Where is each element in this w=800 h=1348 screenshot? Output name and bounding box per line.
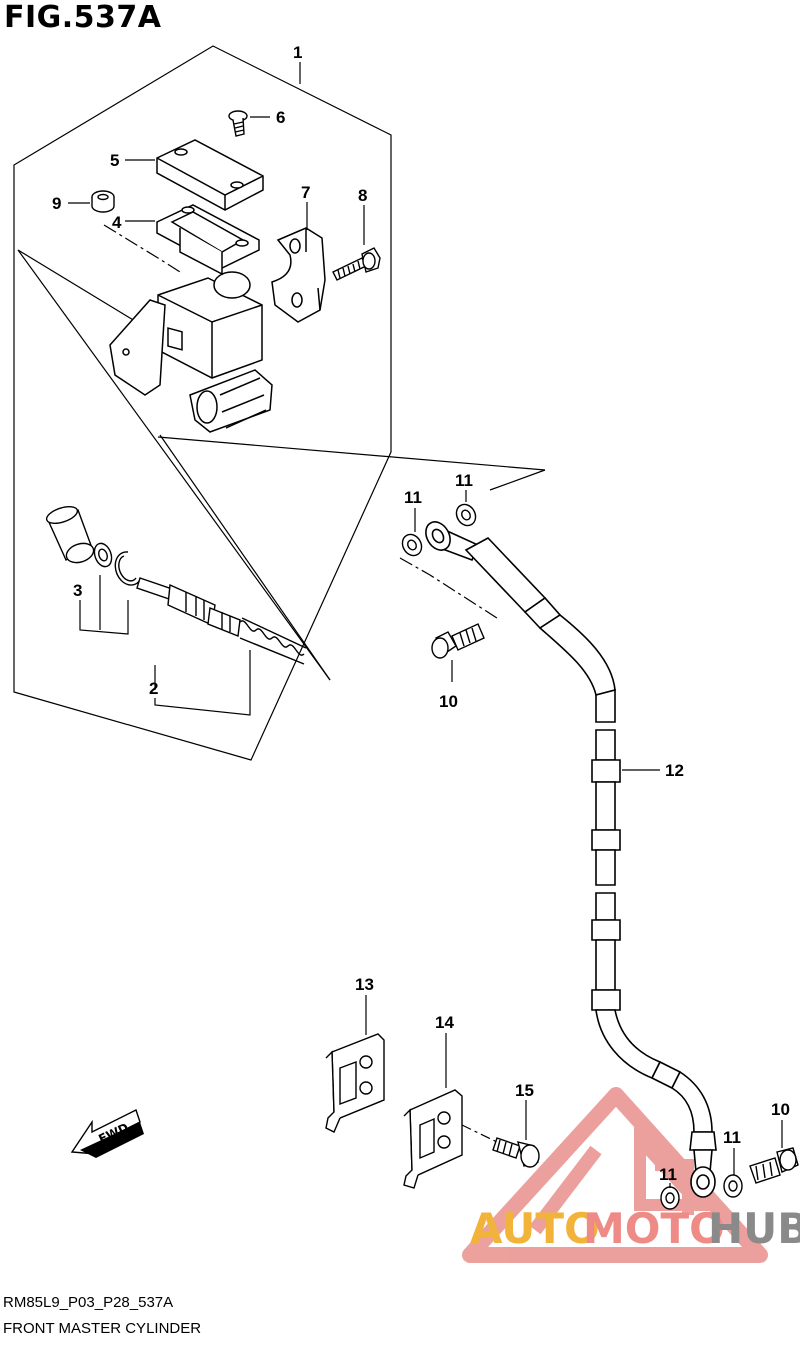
assembly-outline (13, 45, 546, 761)
washer-lower-a (660, 1186, 680, 1210)
callout-6: 6 (276, 108, 285, 127)
screw (228, 110, 248, 137)
callout-15: 15 (515, 1081, 534, 1100)
callout-3: 3 (73, 581, 82, 600)
watermark-auto: AUTO (470, 1204, 600, 1253)
callout-10-lower: 10 (771, 1100, 790, 1119)
diaphragm (156, 204, 260, 276)
callout-12: 12 (665, 761, 684, 780)
watermark-text: AUTO MOTO HUB (470, 1204, 800, 1253)
figure-title: FIG.537A (4, 0, 162, 35)
cap (91, 190, 115, 213)
callout-11-upper-a: 11 (404, 488, 422, 507)
callout-13: 13 (355, 975, 374, 994)
watermark-hub: HUB (708, 1204, 800, 1253)
callout-2: 2 (149, 679, 158, 698)
washer-upper-a (401, 533, 423, 557)
callout-9: 9 (52, 194, 61, 213)
callout-10-upper: 10 (439, 692, 458, 711)
brake-hose (425, 521, 717, 1198)
hose-guide-13 (325, 1033, 385, 1133)
reservoir-cover (156, 139, 264, 211)
union-bolt-upper (431, 623, 485, 659)
callout-11-upper-b: 11 (455, 471, 473, 490)
leader-lines (68, 62, 783, 1188)
clamp-bolt (332, 247, 381, 281)
callout-4: 4 (112, 213, 122, 232)
handlebar-clamp (271, 227, 326, 323)
hose-guide-14 (403, 1089, 463, 1189)
callout-1: 1 (293, 43, 302, 62)
callout-11-lower-a: 11 (659, 1165, 677, 1184)
master-cylinder-body (109, 271, 273, 433)
guide-bolt-15 (492, 1137, 540, 1168)
union-bolt-lower (749, 1147, 799, 1184)
watermark-moto: MOTO (583, 1204, 725, 1253)
callout-7: 7 (301, 183, 310, 202)
forward-direction-arrow: FWD (70, 1109, 144, 1158)
callout-5: 5 (110, 151, 119, 170)
washer-lower-b (723, 1174, 743, 1198)
figure-code: RM85L9_P03_P28_537A (3, 1294, 174, 1311)
washer-upper-b (455, 503, 477, 527)
callout-11-lower-b: 11 (723, 1128, 741, 1147)
callout-8: 8 (358, 186, 367, 205)
piston-assembly (45, 506, 307, 665)
callout-14: 14 (435, 1013, 454, 1032)
figure-caption: FRONT MASTER CYLINDER (3, 1320, 202, 1337)
